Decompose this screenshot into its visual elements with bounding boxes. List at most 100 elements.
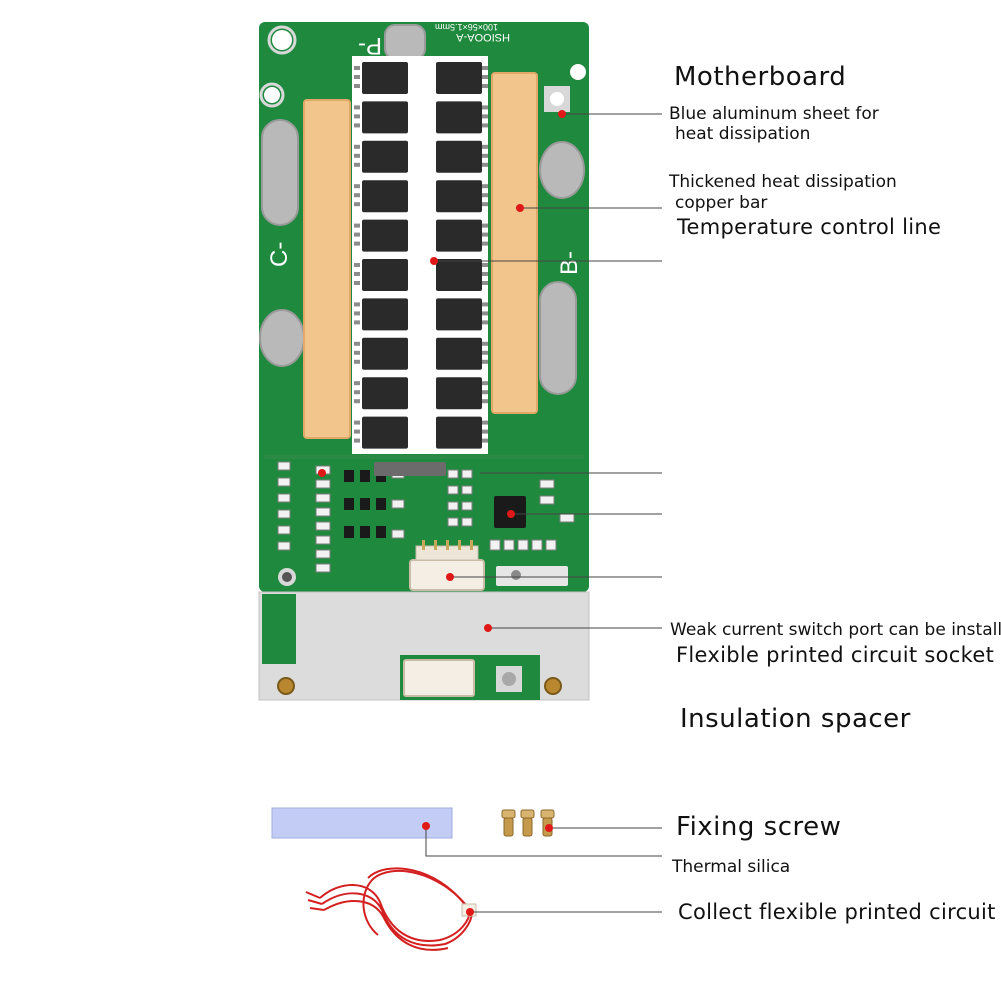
mosfet-pin [482, 105, 488, 110]
mosfet-chip [436, 101, 482, 134]
mosfet-chip [436, 180, 482, 213]
mosfet-chip [362, 219, 408, 252]
mosfet-pin [354, 232, 360, 237]
mosfet-pin [482, 232, 488, 237]
mosfet-pin [354, 153, 360, 158]
label-weak-current-port: Weak current switch port can be installe… [670, 620, 1001, 640]
mosfet-pin [354, 302, 360, 307]
mosfet-chip [436, 298, 482, 331]
green-strip-left [262, 594, 296, 664]
spacer-socket [400, 655, 540, 700]
fixing-screws [501, 809, 555, 837]
mosfet-pin [354, 223, 360, 228]
mosfet-pin [482, 114, 488, 119]
mosfet-pin [482, 66, 488, 70]
mosfet-pin [482, 429, 488, 434]
label-copper-bar-line2: copper bar [675, 193, 768, 213]
wire-connector [409, 540, 485, 591]
mosfet-pin [354, 144, 360, 149]
mosfet-pin [354, 241, 360, 246]
mosfet-chip [436, 259, 482, 291]
label-fpc-socket: Flexible printed circuit socket [676, 643, 995, 667]
mosfet-pin [354, 272, 360, 276]
mosfet-chip [362, 377, 408, 410]
pcb-text-dims: 100×56×1.5mm [435, 22, 498, 32]
mosfet-pin [354, 320, 360, 325]
mosfet-pin [354, 184, 360, 189]
mosfet-pin [354, 202, 360, 207]
mosfet-chip [362, 180, 408, 213]
mosfet-pin [354, 381, 360, 386]
mosfet-pin [482, 84, 488, 88]
pcb-text-date: 21026 [503, 12, 528, 22]
mosfet-pin [482, 123, 488, 128]
pcb-text-model: HSIOOA-A [456, 31, 510, 43]
mosfet-chip [436, 219, 482, 252]
leader-lines [425, 113, 662, 913]
mosfet-pin [482, 381, 488, 386]
mosfet-pin [482, 184, 488, 189]
label-motherboard: Motherboard [674, 62, 847, 92]
mosfet-chip [362, 416, 408, 449]
mosfet-pin [354, 263, 360, 267]
mosfet-chip [436, 377, 482, 410]
mosfet-pin [482, 75, 488, 79]
label-copper-bar: Thickened heat dissipation [669, 172, 897, 192]
mosfet-pin [354, 429, 360, 434]
mosfet-pin [354, 399, 360, 404]
mosfet-pin [482, 193, 488, 198]
mosfet-pin [482, 281, 488, 285]
mosfet-pin [482, 263, 488, 267]
pcb-text-p-minus: P- [358, 32, 382, 59]
mosfet-pin [482, 153, 488, 158]
label-blue-aluminum-line2: heat dissipation [675, 124, 811, 144]
label-blue-aluminum: Blue aluminum sheet for [669, 104, 879, 124]
label-thermal-silica: Thermal silica [672, 857, 791, 877]
mosfet-pin [482, 202, 488, 207]
mosfet-pin [482, 223, 488, 228]
collect-fpc-wires [305, 867, 473, 951]
mosfet-pin [482, 320, 488, 325]
label-collect-fpc: Collect flexible printed circuit [678, 900, 996, 924]
mosfet-pin [482, 341, 488, 346]
mosfet-pin [482, 241, 488, 246]
mosfet-pin [482, 311, 488, 316]
mosfet-chip [436, 62, 482, 94]
brass-insert-right [544, 677, 562, 695]
mosfet-pin [482, 350, 488, 355]
mosfet-pin [354, 281, 360, 285]
control-components [264, 455, 584, 586]
mosfet-pin [354, 114, 360, 119]
mosfet-chip [436, 416, 482, 449]
label-insulation-spacer: Insulation spacer [680, 704, 911, 734]
mosfet-chip [362, 140, 408, 173]
mosfet-chip [436, 337, 482, 370]
mosfet-pin [354, 105, 360, 110]
label-temperature-control: Temperature control line [677, 215, 942, 239]
mosfet-pin [482, 144, 488, 149]
mosfet-pin [482, 272, 488, 276]
mosfet-pin [482, 302, 488, 307]
mosfet-chip [362, 101, 408, 134]
mounting-holes [259, 25, 586, 586]
mosfet-pin [482, 390, 488, 395]
label-fixing-screw: Fixing screw [676, 812, 842, 842]
mosfet-chip [436, 140, 482, 173]
mosfet-pin [354, 341, 360, 346]
mosfet-chip [362, 259, 408, 291]
silver-pads [259, 24, 585, 395]
mosfet-chip [362, 62, 408, 94]
mosfet-pin [354, 193, 360, 198]
brass-insert-left [277, 677, 295, 695]
mosfet-pin [354, 438, 360, 443]
copper-bar-left [303, 99, 351, 439]
red-markers [318, 110, 566, 916]
mosfet-pin [354, 359, 360, 364]
mosfet-pin [354, 311, 360, 316]
mosfet-pin [354, 123, 360, 128]
pcb-text-b-minus: B- [556, 251, 583, 275]
mosfet-pin [354, 420, 360, 425]
mosfet-pin [482, 438, 488, 443]
